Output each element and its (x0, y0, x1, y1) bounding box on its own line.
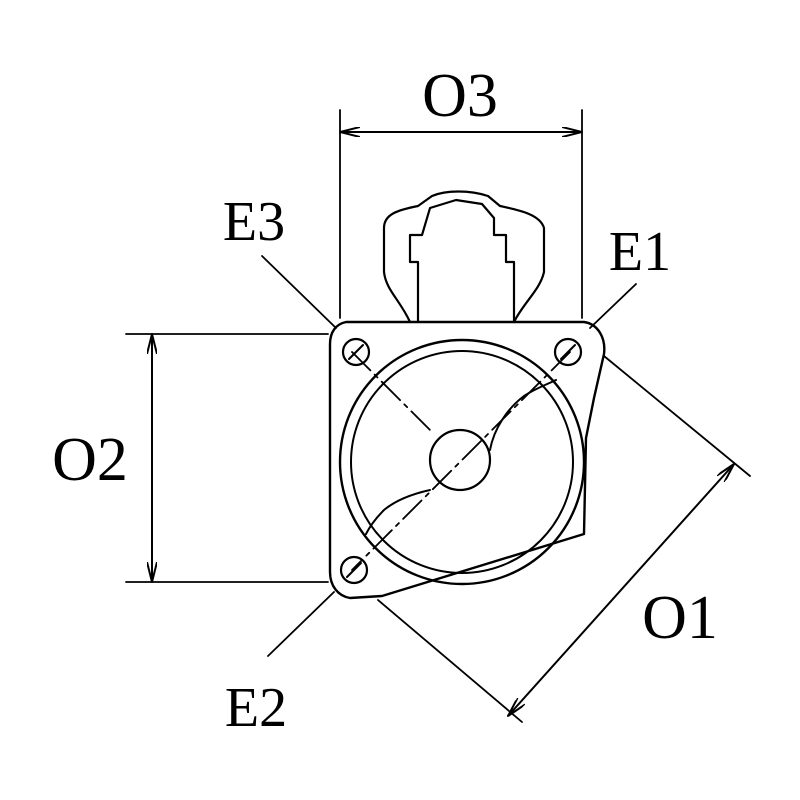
inner-web-curve-lower (365, 489, 431, 535)
centerline-upper-left (351, 351, 433, 433)
leader-e3 (261, 255, 337, 329)
bolt-hole-e2 (339, 555, 369, 585)
label-o3: O3 (422, 62, 498, 130)
inner-web-curve (489, 379, 557, 451)
housing-outer-circle (338, 338, 586, 586)
leader-e2 (267, 591, 335, 657)
mounting-flange (328, 320, 606, 600)
solenoid-body-outline (382, 190, 546, 324)
label-o1: O1 (642, 584, 718, 652)
label-e3: E3 (223, 191, 285, 253)
centerline-diagonal (351, 351, 571, 571)
bolt-hole-e1 (553, 337, 583, 367)
o1-extension-lower (377, 599, 523, 723)
leader-e1 (589, 283, 637, 329)
label-e1: E1 (609, 221, 671, 283)
label-o2: O2 (52, 426, 128, 494)
shaft-hub (428, 428, 492, 492)
solenoid-connector (408, 198, 516, 324)
label-e2: E2 (225, 677, 287, 739)
housing-inner-circle (350, 350, 574, 574)
o1-extension-upper (603, 355, 751, 477)
bolt-hole-e3 (341, 337, 371, 367)
o1-dimension-line (507, 463, 735, 717)
